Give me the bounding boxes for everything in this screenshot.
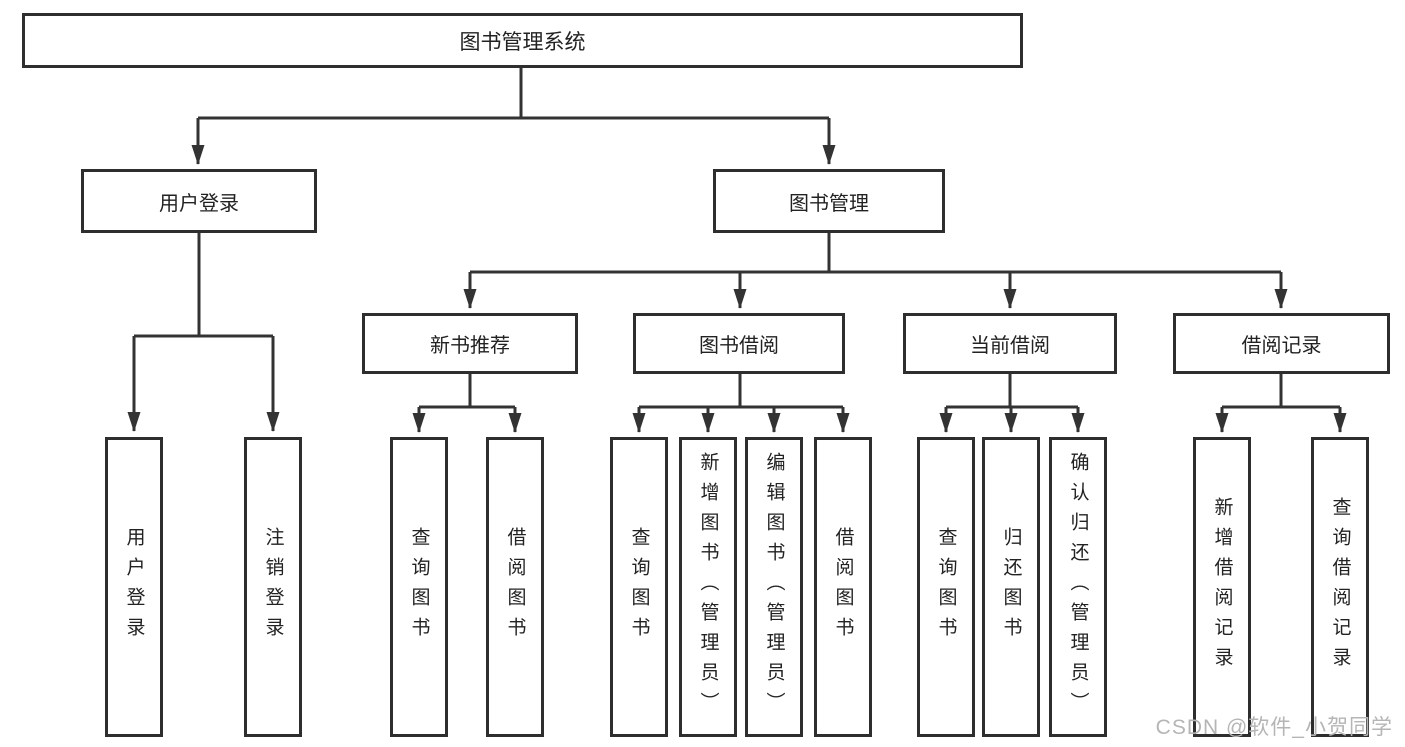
leaf-query-books-borrowing: 查询图书 xyxy=(610,437,668,737)
leaf-user-login: 用户登录 xyxy=(105,437,163,737)
node-borrowing-records: 借阅记录 xyxy=(1173,313,1390,374)
leaf-label: 查询图书 xyxy=(935,527,957,647)
leaf-query-borrow-record: 查询借阅记录 xyxy=(1311,437,1369,737)
leaf-label: 查询图书 xyxy=(628,527,650,647)
leaf-logout: 注销登录 xyxy=(244,437,302,737)
leaf-label: 借阅图书 xyxy=(504,527,526,647)
leaf-label: 查询借阅记录 xyxy=(1329,497,1351,677)
leaf-add-borrow-record: 新增借阅记录 xyxy=(1193,437,1251,737)
node-new-book-recommendation: 新书推荐 xyxy=(362,313,578,374)
leaf-borrow-books-recommend: 借阅图书 xyxy=(486,437,544,737)
leaf-label: 用户登录 xyxy=(123,527,145,647)
node-current-borrowing: 当前借阅 xyxy=(903,313,1117,374)
leaf-label: 注销登录 xyxy=(262,527,284,647)
leaf-label: 新增借阅记录 xyxy=(1211,497,1233,677)
leaf-confirm-return-admin: 确认归还（管理员） xyxy=(1049,437,1107,737)
node-library-management-system: 图书管理系统 xyxy=(22,13,1023,68)
leaf-borrow-books-borrowing: 借阅图书 xyxy=(814,437,872,737)
leaf-label: 查询图书 xyxy=(408,527,430,647)
node-book-management: 图书管理 xyxy=(713,169,945,233)
leaf-return-books: 归还图书 xyxy=(982,437,1040,737)
leaf-query-books-current: 查询图书 xyxy=(917,437,975,737)
leaf-query-books-recommend: 查询图书 xyxy=(390,437,448,737)
node-book-borrowing: 图书借阅 xyxy=(633,313,845,374)
edge-trunks xyxy=(134,68,1340,409)
leaf-add-books-admin: 新增图书（管理员） xyxy=(679,437,737,737)
leaf-label: 借阅图书 xyxy=(832,527,854,647)
leaf-label: 归还图书 xyxy=(1000,527,1022,647)
leaf-label: 新增图书（管理员） xyxy=(697,452,719,722)
edge-arrows xyxy=(127,118,1347,433)
leaf-label: 确认归还（管理员） xyxy=(1067,452,1089,722)
csdn-watermark: CSDN @软件_小贺同学 xyxy=(1155,716,1393,739)
leaf-label: 编辑图书（管理员） xyxy=(763,452,785,722)
leaf-edit-books-admin: 编辑图书（管理员） xyxy=(745,437,803,737)
node-user-login: 用户登录 xyxy=(81,169,317,233)
